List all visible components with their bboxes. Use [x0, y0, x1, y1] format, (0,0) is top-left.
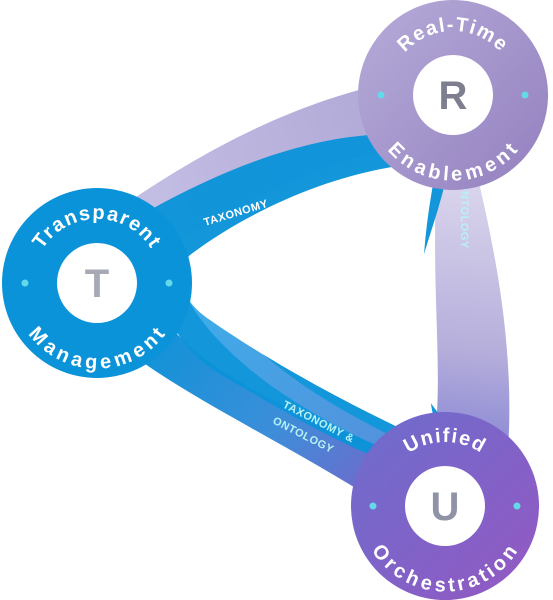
center-space	[180, 164, 433, 435]
node-unified-orchestration: U Unified Orchestration	[351, 412, 539, 600]
node-dot-right	[521, 91, 529, 99]
band-ontology	[430, 105, 510, 470]
node-dot-left	[377, 91, 385, 99]
node-dot-right	[513, 502, 521, 510]
node-dot-left	[21, 279, 29, 287]
node-dot-right	[165, 279, 173, 287]
node-transparent-management: T Transparent Management	[2, 188, 192, 378]
node-letter-t: T	[85, 262, 109, 306]
node-dot-left	[369, 502, 377, 510]
edge-label-right: ONTOLOGY	[458, 182, 470, 249]
band-taxonomy-ontology	[120, 320, 420, 510]
node-letter-u: U	[431, 485, 460, 529]
node-realtime-enablement: R Real-Time Enablement	[358, 0, 548, 190]
node-letter-r: R	[439, 74, 468, 118]
